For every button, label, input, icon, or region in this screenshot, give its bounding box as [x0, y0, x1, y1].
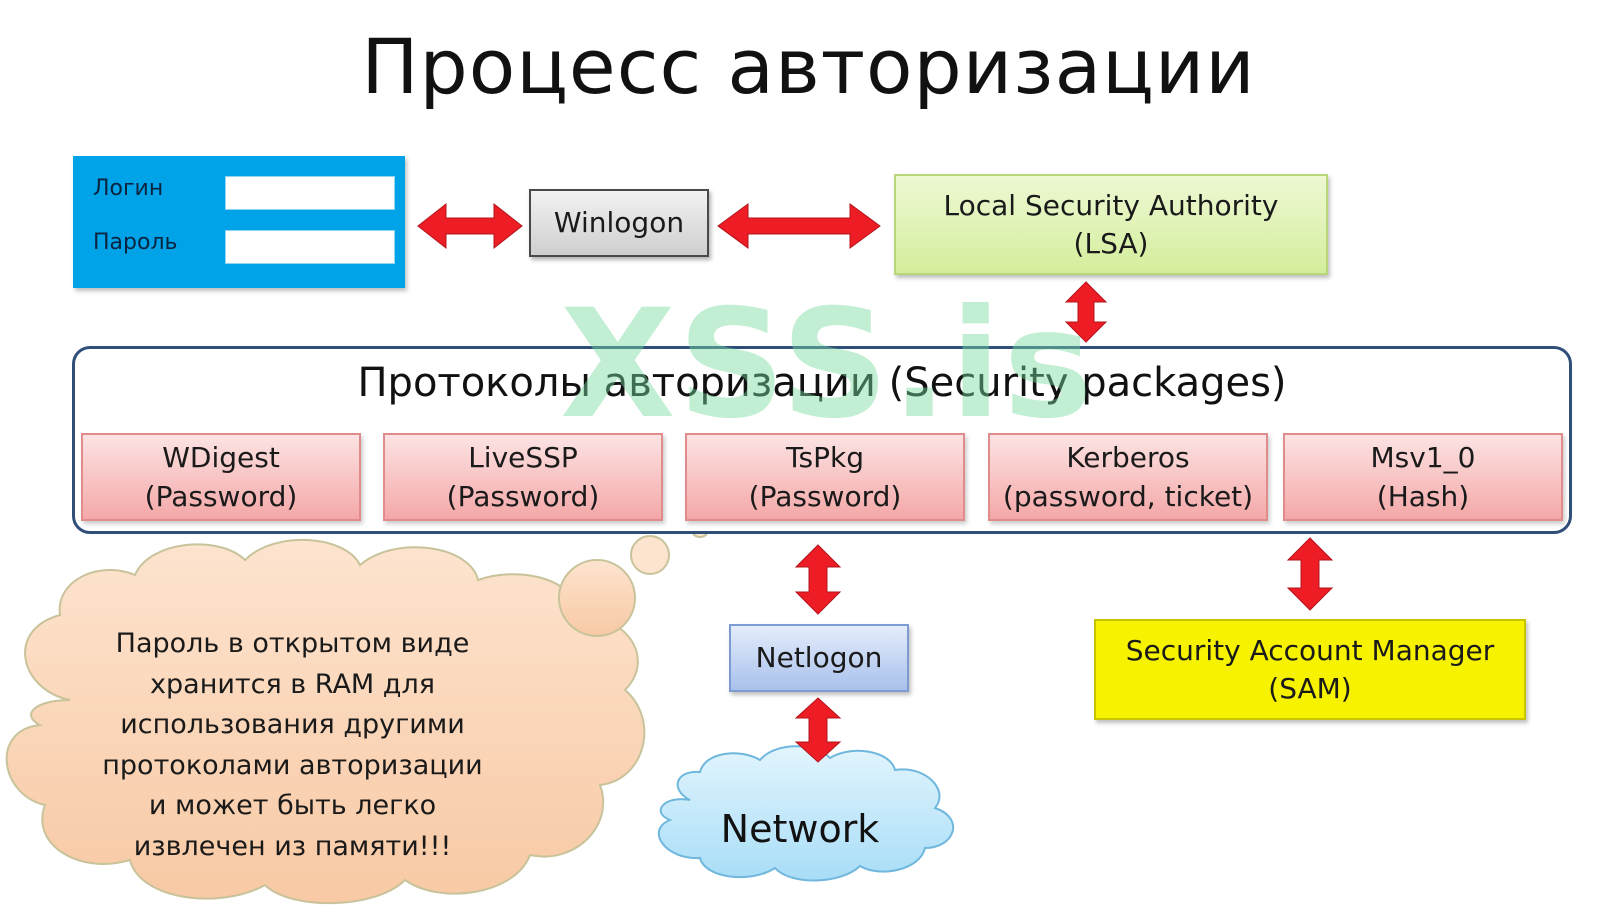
lsa-label-line2: (LSA) [1073, 226, 1149, 260]
package-detail: (Hash) [1376, 480, 1470, 513]
sam-box: Security Account Manager (SAM) [1094, 619, 1526, 720]
login-field[interactable] [225, 176, 395, 210]
sam-label-line2: (SAM) [1268, 671, 1352, 705]
lsa-box: Local Security Authority (LSA) [894, 174, 1328, 275]
package-detail: (Password) [446, 480, 600, 513]
password-field[interactable] [225, 230, 395, 264]
thought-cloud-text: Пароль в открытом виде хранится в RAM дл… [70, 624, 515, 867]
network-cloud-shape [657, 745, 955, 882]
arrow-packages-sam [1286, 537, 1334, 611]
thought-cloud [5, 518, 710, 905]
package-kerberos: Kerberos (password, ticket) [988, 433, 1268, 521]
arrow-login-winlogon [417, 202, 523, 250]
login-label: Логин [93, 176, 164, 201]
package-detail: (Password) [748, 480, 902, 513]
thought-line: извлечен из памяти!!! [133, 830, 452, 862]
package-name: Kerberos [1066, 440, 1190, 474]
package-msv1-0: Msv1_0 (Hash) [1283, 433, 1563, 521]
slide-title: Процесс авторизации [361, 22, 1256, 111]
winlogon-box: Winlogon [529, 189, 709, 257]
thought-line: Пароль в открытом виде [115, 628, 470, 659]
lsa-label-line1: Local Security Authority [943, 188, 1279, 222]
arrow-packages-netlogon [794, 544, 842, 615]
login-panel: Логин Пароль [73, 156, 405, 288]
thought-line: использования другими [120, 709, 465, 740]
package-name: LiveSSP [468, 440, 578, 474]
package-detail: (password, ticket) [1002, 480, 1254, 513]
package-detail: (Password) [144, 480, 298, 513]
arrow-winlogon-lsa [717, 203, 881, 249]
thought-line: и может быть легко [148, 790, 437, 821]
thought-bubble-medium [630, 535, 670, 575]
password-label: Пароль [93, 230, 178, 255]
package-name: TsPkg [786, 440, 864, 474]
network-label: Network [720, 807, 880, 851]
arrow-lsa-packages [1064, 281, 1108, 343]
sam-label-line1: Security Account Manager [1125, 633, 1495, 667]
thought-bubble-large [558, 559, 636, 637]
thought-line: протоколами авторизации [102, 749, 483, 781]
thought-cloud-body [5, 538, 646, 905]
thought-line: хранится в RAM для [150, 668, 435, 700]
package-tspkg: TsPkg (Password) [685, 433, 965, 521]
package-wdigest: WDigest (Password) [81, 433, 361, 521]
package-livessp: LiveSSP (Password) [383, 433, 663, 521]
arrow-netlogon-network [794, 697, 842, 763]
security-packages-title: Протоколы авторизации (Security packages… [357, 360, 1287, 406]
winlogon-label: Winlogon [553, 206, 685, 240]
package-name: Msv1_0 [1370, 440, 1476, 474]
watermark: XSS.is [560, 278, 1095, 452]
netlogon-label: Netlogon [755, 641, 883, 675]
package-name: WDigest [162, 440, 280, 474]
netlogon-box: Netlogon [729, 624, 909, 692]
